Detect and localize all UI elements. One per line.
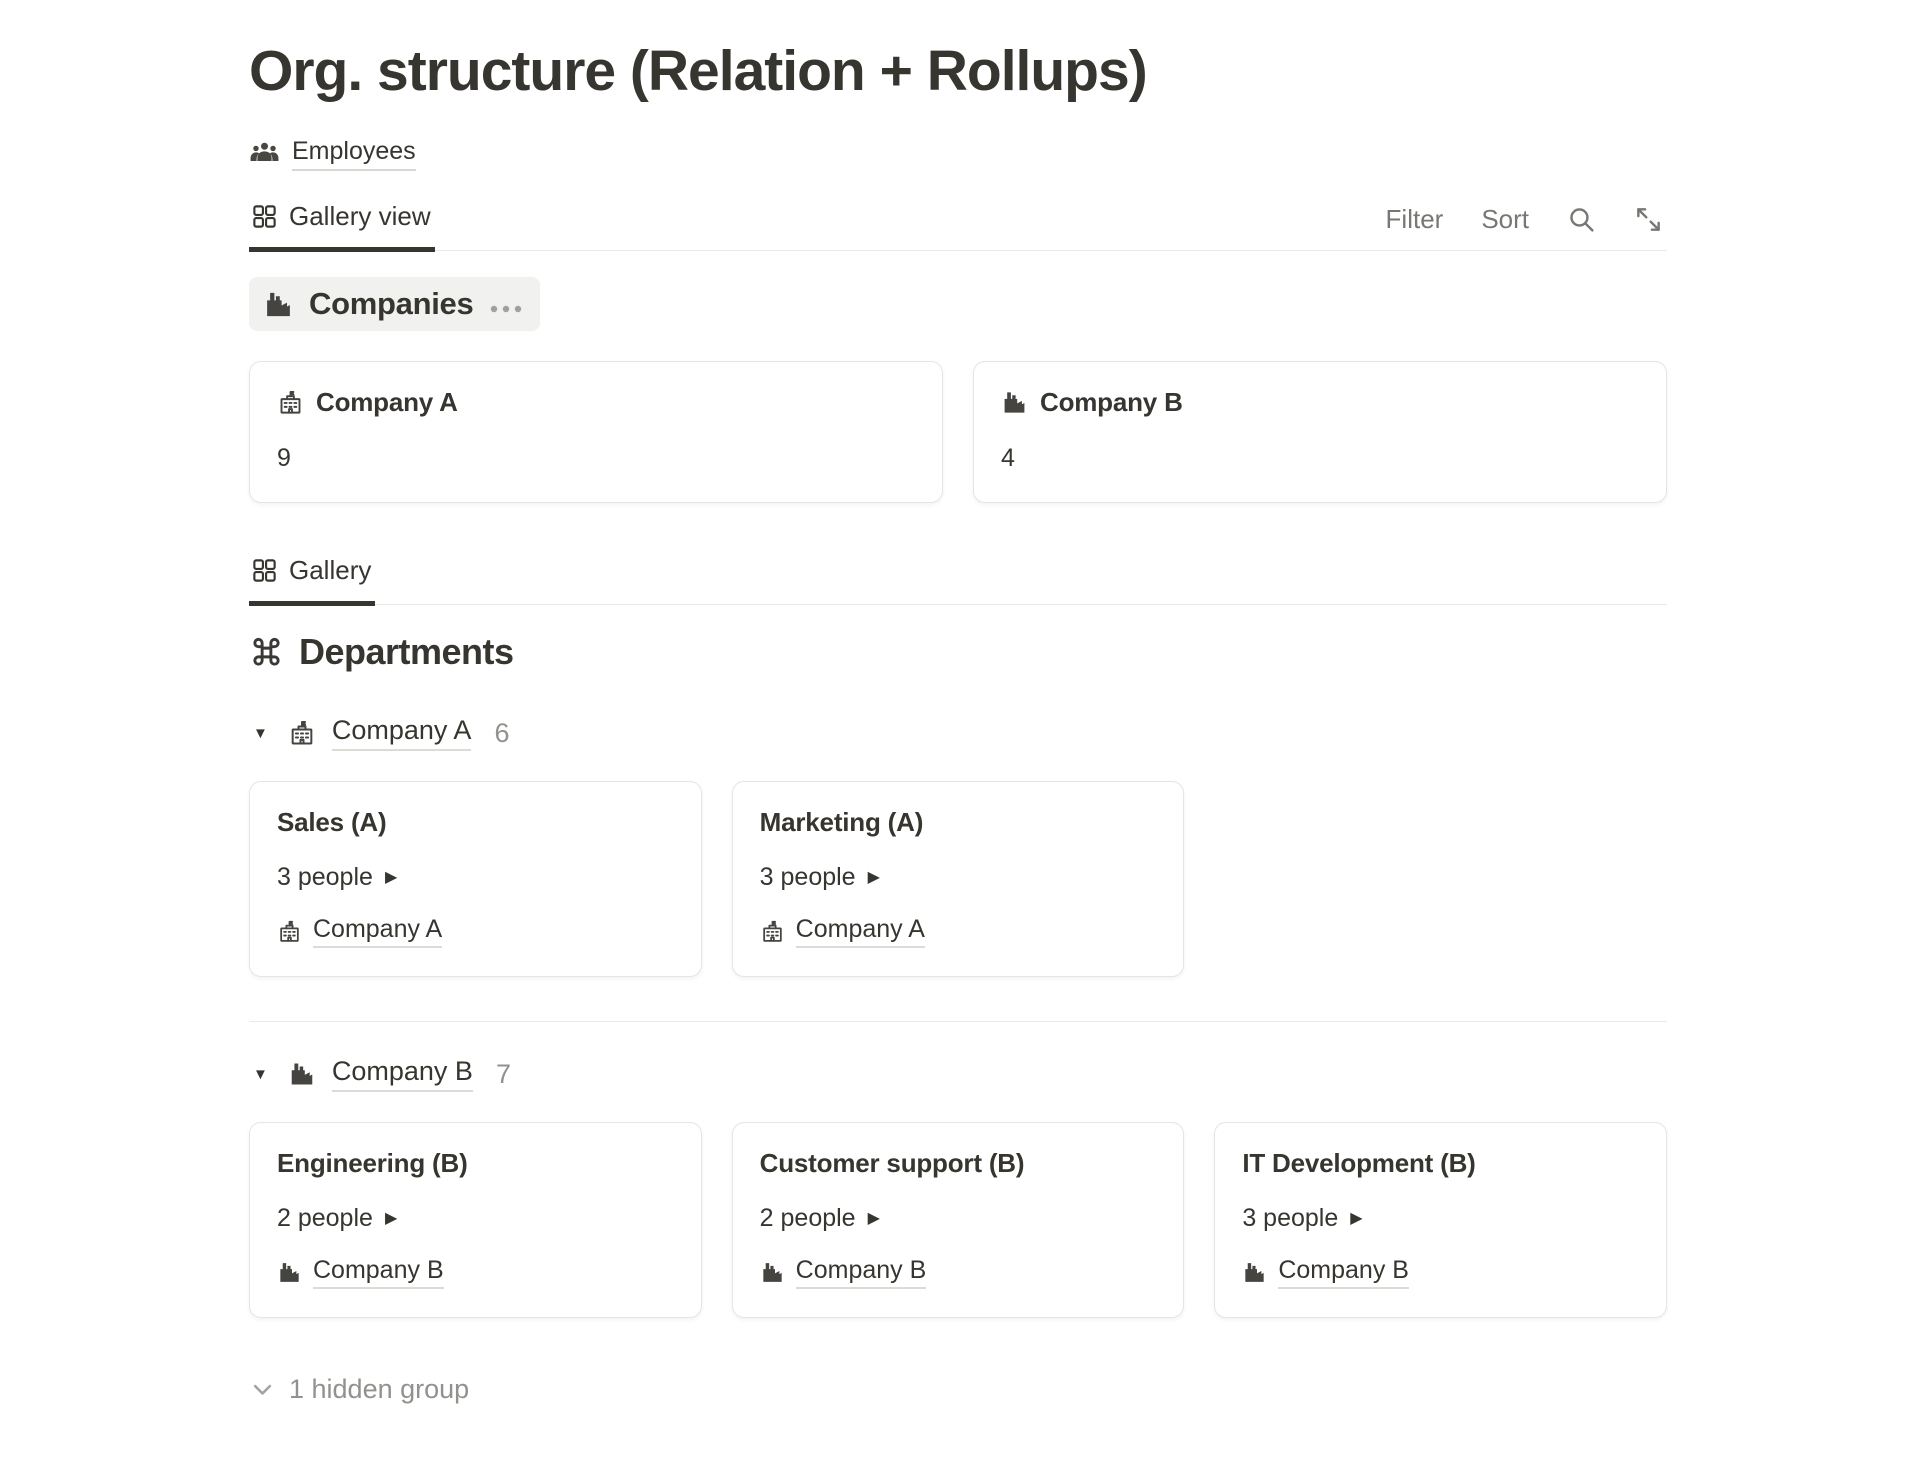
group-header: Company A 6 — [249, 715, 1667, 752]
chevron-down-icon — [249, 1376, 276, 1403]
people-rollup[interactable]: 2 people — [760, 1204, 1157, 1233]
factory-icon — [760, 1260, 785, 1285]
filter-button[interactable]: Filter — [1385, 204, 1444, 235]
employees-link[interactable]: Employees — [249, 137, 1667, 172]
company-relation: Company B — [277, 1256, 674, 1290]
command-icon — [249, 635, 284, 670]
departments-heading-row: Departments — [249, 631, 1667, 673]
expand-triangle-icon — [385, 1211, 397, 1227]
company-card-title: Company A — [316, 387, 458, 418]
company-rollup-value: 4 — [1001, 444, 1015, 473]
people-rollup[interactable]: 3 people — [1242, 1204, 1639, 1233]
group-count: 6 — [494, 717, 510, 748]
expand-triangle-icon — [868, 870, 880, 886]
page-title: Org. structure (Relation + Rollups) — [249, 39, 1148, 103]
tab-gallery[interactable]: Gallery — [249, 543, 376, 607]
companies-heading: Companies — [309, 286, 474, 322]
department-card[interactable]: Marketing (A) 3 people Company A — [731, 781, 1185, 978]
company-relation-link[interactable]: Company A — [313, 915, 443, 949]
school-icon — [760, 919, 785, 944]
companies-section-header[interactable]: Companies — [249, 277, 541, 332]
company-relation: Company A — [277, 915, 674, 949]
factory-icon — [1001, 389, 1028, 416]
people-count: 2 people — [277, 1204, 373, 1233]
factory-icon — [288, 1060, 316, 1088]
group-company-link[interactable]: Company A — [331, 715, 472, 752]
expand-triangle-icon — [868, 1211, 880, 1227]
notion-page: Org. structure (Relation + Rollups) Empl… — [249, 36, 1667, 1405]
department-card-grid: Engineering (B) 2 people Company B Custo… — [249, 1122, 1667, 1319]
departments-groups: Company A 6 Sales (A) 3 people Company A… — [249, 715, 1667, 1319]
sort-button[interactable]: Sort — [1481, 204, 1529, 235]
people-count: 3 people — [277, 863, 373, 892]
company-card[interactable]: Company A 9 — [249, 361, 943, 504]
department-card[interactable]: IT Development (B) 3 people Company B — [1214, 1122, 1667, 1319]
group-divider — [249, 1021, 1667, 1023]
people-rollup[interactable]: 2 people — [277, 1204, 674, 1233]
collapse-triangle-icon[interactable] — [249, 722, 272, 745]
hidden-group-label: 1 hidden group — [289, 1374, 470, 1405]
factory-icon — [1242, 1260, 1267, 1285]
company-relation-link[interactable]: Company B — [1278, 1256, 1409, 1290]
company-relation: Company A — [760, 915, 1157, 949]
group-company-link[interactable]: Company B — [331, 1056, 473, 1093]
department-card-grid: Sales (A) 3 people Company A Marketing (… — [249, 781, 1667, 978]
gallery-grid-icon — [251, 203, 278, 230]
expand-triangle-icon — [385, 870, 397, 886]
tab-gallery-view-label: Gallery view — [289, 201, 431, 232]
gallery-grid-icon — [251, 557, 278, 584]
department-card-title: Customer support (B) — [759, 1148, 1025, 1179]
school-icon — [277, 389, 304, 416]
search-icon[interactable] — [1567, 205, 1596, 234]
view-toolbar: Gallery view Filter Sort — [249, 189, 1667, 253]
more-options-icon[interactable] — [490, 300, 522, 313]
companies-card-grid: Company A 9 Company B 4 — [249, 361, 1667, 504]
expand-icon[interactable] — [1634, 205, 1663, 234]
people-count: 3 people — [759, 863, 856, 892]
people-icon — [249, 139, 280, 170]
company-card[interactable]: Company B 4 — [973, 361, 1667, 504]
people-rollup[interactable]: 3 people — [277, 863, 674, 892]
department-card-title: IT Development (B) — [1242, 1148, 1476, 1179]
expand-triangle-icon — [1350, 1211, 1362, 1227]
group-header: Company B 7 — [249, 1056, 1667, 1093]
factory-icon — [277, 1260, 302, 1285]
collapse-triangle-icon[interactable] — [249, 1063, 272, 1086]
department-group: Company A 6 Sales (A) 3 people Company A… — [249, 715, 1667, 978]
company-card-title: Company B — [1040, 387, 1183, 418]
school-icon — [288, 719, 316, 747]
department-group: Company B 7 Engineering (B) 2 people Com… — [249, 1056, 1667, 1319]
company-relation-link[interactable]: Company B — [795, 1256, 927, 1290]
departments-view-toolbar: Gallery — [249, 543, 1667, 607]
company-rollup-value: 9 — [277, 444, 291, 473]
tab-gallery-label: Gallery — [289, 555, 372, 586]
factory-icon — [263, 289, 294, 320]
employees-link-label: Employees — [292, 137, 416, 172]
people-rollup[interactable]: 3 people — [760, 863, 1157, 892]
company-relation-link[interactable]: Company B — [313, 1256, 444, 1290]
company-relation-link[interactable]: Company A — [795, 915, 925, 949]
hidden-group-toggle[interactable]: 1 hidden group — [249, 1374, 1667, 1405]
department-card-title: Engineering (B) — [277, 1148, 468, 1179]
company-relation: Company B — [1242, 1256, 1639, 1290]
people-count: 3 people — [1242, 1204, 1339, 1233]
departments-heading: Departments — [299, 631, 514, 673]
school-icon — [277, 919, 302, 944]
department-card[interactable]: Customer support (B) 2 people Company B — [731, 1122, 1185, 1319]
toolbar-actions: Filter Sort — [1386, 204, 1667, 235]
people-count: 2 people — [759, 1204, 856, 1233]
department-card-title: Marketing (A) — [759, 807, 924, 838]
department-card-title: Sales (A) — [277, 807, 387, 838]
department-card[interactable]: Engineering (B) 2 people Company B — [249, 1122, 702, 1319]
company-relation: Company B — [760, 1256, 1157, 1290]
group-count: 7 — [495, 1058, 511, 1089]
department-card[interactable]: Sales (A) 3 people Company A — [249, 781, 702, 978]
tab-gallery-view[interactable]: Gallery view — [249, 189, 435, 253]
